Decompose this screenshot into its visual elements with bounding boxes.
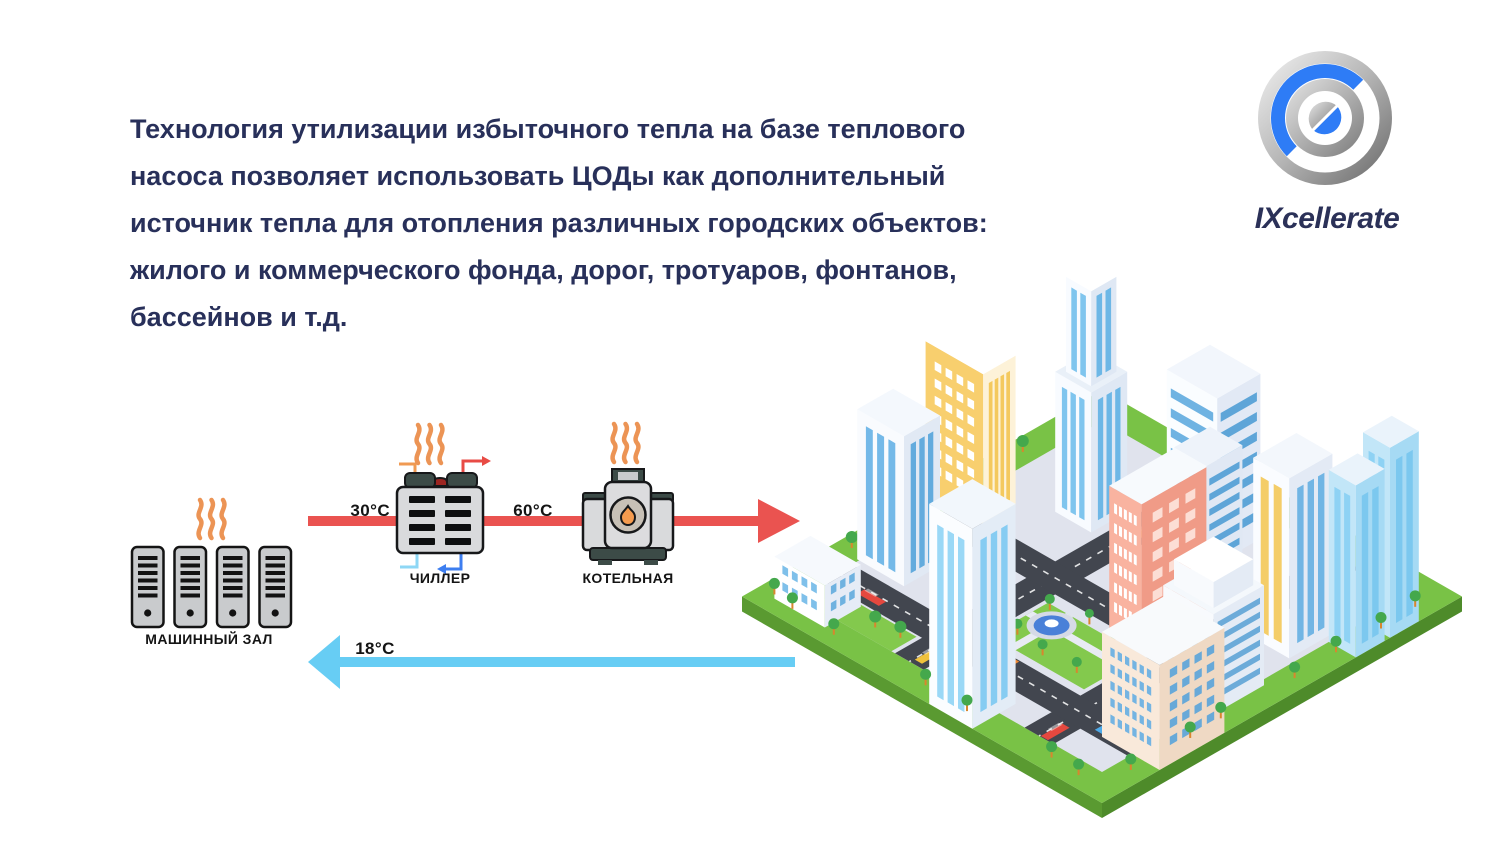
temp-60c-label: 60°C xyxy=(513,501,553,520)
heat-waves-icon xyxy=(613,424,639,462)
heat-waves-icon xyxy=(199,500,225,538)
return-flow-arrow xyxy=(308,635,795,689)
intro-line: бассейнов и т.д. xyxy=(130,302,348,332)
boiler-label: КОТЕЛЬНАЯ xyxy=(582,570,674,586)
intro-line: жилого и коммерческого фонда, дорог, тро… xyxy=(130,255,957,285)
boiler-icon xyxy=(581,468,675,565)
hot-flow-arrow xyxy=(308,499,800,543)
server-racks-icon xyxy=(130,545,293,629)
ixcellerate-logo-icon xyxy=(1258,51,1392,185)
intro-text: Технология утилизации избыточного тепла … xyxy=(130,106,988,341)
intro-line: насоса позволяет использовать ЦОДы как д… xyxy=(130,161,946,191)
temp-30c-label: 30°C xyxy=(350,501,390,520)
city-illustration xyxy=(742,262,1462,818)
temp-18c-label: 18°C xyxy=(355,639,395,658)
ixcellerate-wordmark: IXcellerate xyxy=(1254,202,1400,235)
chiller-label: ЧИЛЛЕР xyxy=(409,570,471,586)
heat-waves-icon xyxy=(417,425,443,463)
heat-flow-diagram xyxy=(130,395,800,689)
machine-hall-label: МАШИННЫЙ ЗАЛ xyxy=(145,631,273,647)
intro-line: Технология утилизации избыточного тепла … xyxy=(130,114,966,144)
intro-line: источник тепла для отопления различных г… xyxy=(130,208,988,238)
